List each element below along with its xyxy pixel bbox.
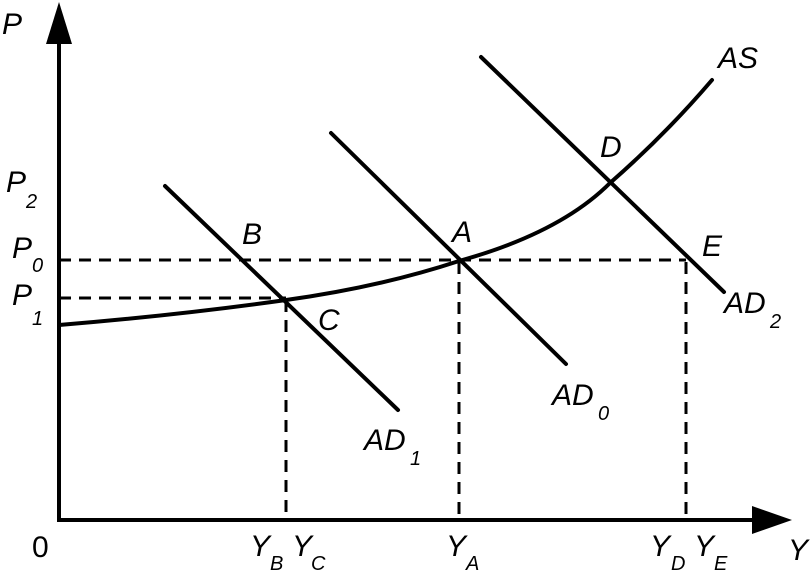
price-label-p0: P 0 — [12, 232, 43, 277]
svg-text:AD: AD — [362, 424, 406, 457]
ad0-label: AD 0 — [550, 379, 609, 425]
ad0-curve — [329, 131, 568, 366]
svg-text:0: 0 — [32, 255, 43, 277]
ad2-label: AD 2 — [722, 287, 781, 333]
price-label-p1: P 1 — [12, 279, 43, 330]
x-axis-arrowhead — [752, 506, 792, 534]
x-axis-label: Y — [788, 534, 810, 567]
output-label-yd: Y D — [650, 530, 685, 574]
output-label-ye: Y E — [694, 530, 728, 574]
point-label-c: C — [318, 304, 340, 337]
point-label-b: B — [242, 218, 262, 251]
svg-text:0: 0 — [598, 403, 609, 425]
svg-text:P: P — [12, 279, 32, 312]
svg-text:E: E — [714, 553, 728, 574]
svg-text:2: 2 — [769, 311, 781, 333]
as-curve — [57, 78, 714, 327]
output-label-yc: Y C — [292, 530, 326, 574]
point-label-d: D — [600, 131, 622, 164]
y-axis-label: P — [2, 8, 22, 41]
svg-text:B: B — [270, 553, 283, 574]
svg-text:1: 1 — [410, 448, 421, 470]
point-label-a: A — [450, 216, 472, 249]
curves — [57, 55, 726, 412]
svg-text:1: 1 — [32, 308, 43, 330]
as-label: AS — [716, 42, 758, 75]
svg-text:Y: Y — [250, 530, 272, 563]
axes — [57, 40, 768, 522]
svg-text:C: C — [311, 553, 326, 574]
svg-text:AD: AD — [550, 379, 594, 412]
point-label-e: E — [702, 230, 723, 263]
svg-text:P: P — [6, 166, 26, 199]
output-label-yb: Y B — [250, 530, 283, 574]
svg-text:Y: Y — [694, 530, 716, 563]
price-label-p2: P 2 — [6, 166, 37, 213]
origin-label: 0 — [32, 531, 49, 564]
svg-text:2: 2 — [25, 191, 37, 213]
svg-text:D: D — [671, 553, 685, 574]
y-axis-arrowhead — [46, 2, 72, 44]
svg-text:Y: Y — [446, 530, 468, 563]
svg-text:Y: Y — [292, 530, 314, 563]
svg-text:AD: AD — [722, 287, 766, 320]
svg-text:A: A — [465, 553, 479, 574]
ad1-curve — [163, 184, 400, 412]
guide-lines — [59, 258, 688, 520]
svg-text:Y: Y — [650, 530, 672, 563]
output-label-ya: Y A — [446, 530, 479, 574]
ad2-curve — [479, 55, 726, 294]
svg-text:P: P — [12, 232, 32, 265]
ad1-label: AD 1 — [362, 424, 421, 470]
